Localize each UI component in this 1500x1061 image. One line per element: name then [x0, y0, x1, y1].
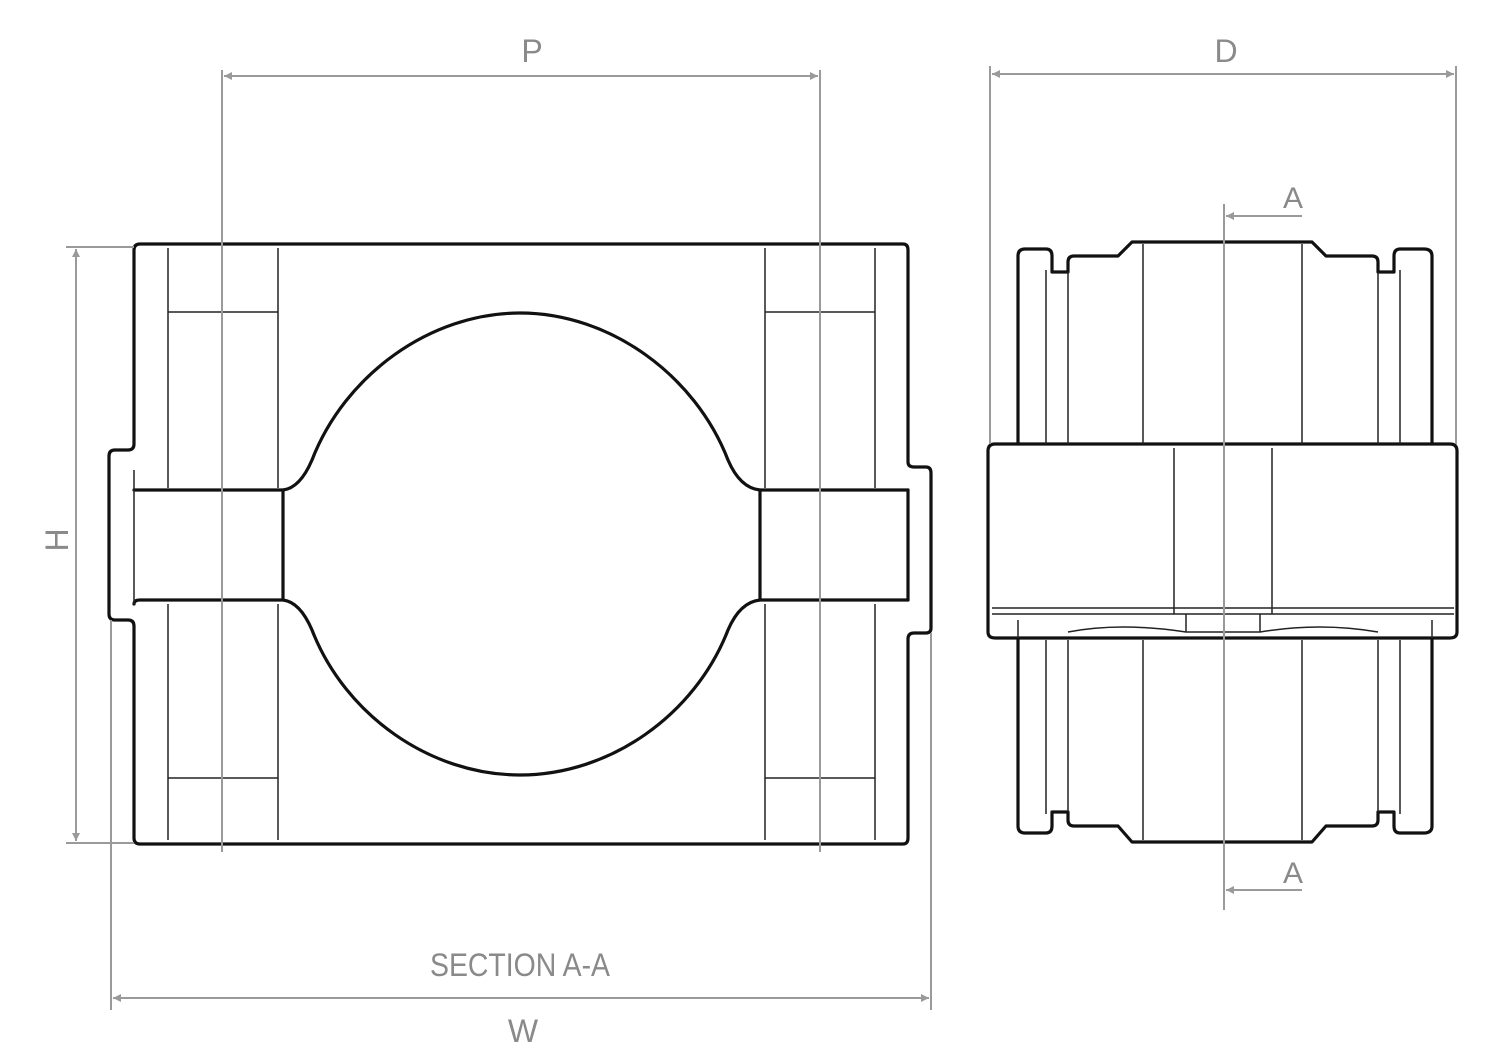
section-caption: SECTION A-A — [430, 947, 611, 983]
dim-w-label: W — [508, 1013, 539, 1049]
rib-lines — [133, 248, 876, 840]
side-lower-block — [1016, 636, 1434, 844]
section-view — [107, 242, 933, 846]
dim-d-label: D — [1214, 33, 1237, 69]
side-middle-band — [986, 442, 1459, 640]
section-a-top-label: A — [1283, 182, 1303, 215]
side-view — [986, 240, 1459, 844]
dimension-d: D — [989, 33, 1457, 444]
split-line-lower — [132, 598, 910, 777]
dimension-w: W — [110, 620, 932, 1049]
split-line-upper — [132, 311, 910, 492]
side-upper-block — [1016, 240, 1434, 446]
dim-h-label: H — [39, 528, 75, 551]
dimension-p: P — [221, 33, 821, 852]
section-a-bottom-label: A — [1283, 857, 1303, 890]
dimension-h: H — [39, 246, 134, 844]
upper-half-outline — [107, 242, 933, 846]
section-marker: A A — [1223, 182, 1303, 910]
dim-p-label: P — [521, 33, 542, 69]
